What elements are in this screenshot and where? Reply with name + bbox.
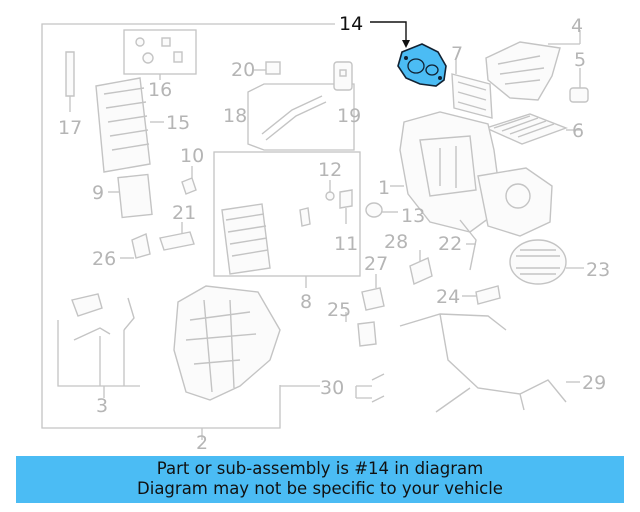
callout-3: 3 — [96, 395, 108, 417]
part-19-seals — [333, 61, 353, 91]
part-8-bracket — [299, 207, 311, 227]
callout-8: 8 — [300, 291, 312, 313]
callout-29: 29 — [582, 372, 606, 394]
leader-3 — [57, 320, 140, 398]
info-banner: Part or sub-assembly is #14 in diagram D… — [16, 456, 624, 503]
part-12 — [325, 191, 335, 201]
callout-4: 4 — [571, 15, 583, 37]
callout-18: 18 — [223, 105, 247, 127]
callout-22: 22 — [438, 233, 462, 255]
callout-7: 7 — [451, 43, 463, 65]
part-10 — [181, 177, 197, 195]
part-27 — [361, 287, 385, 311]
part-8-kit-box — [213, 151, 361, 277]
callout-30: 30 — [320, 377, 344, 399]
part-5 — [569, 87, 589, 103]
part-13-grommet — [365, 202, 383, 218]
part-11 — [339, 189, 353, 209]
part-3-linkages — [71, 293, 135, 341]
callout-25: 25 — [327, 299, 351, 321]
callout-17: 17 — [58, 117, 82, 139]
part-7-flap — [451, 73, 493, 119]
parts-diagram: 14 4 7 5 6 20 16 18 19 17 15 10 12 9 1 1… — [41, 13, 610, 454]
part-6-filter — [484, 113, 568, 145]
callout-15: 15 — [166, 112, 190, 134]
callout-12: 12 — [318, 159, 342, 181]
part-9 — [117, 173, 153, 219]
callout-11: 11 — [334, 233, 358, 255]
part-29-harness — [399, 313, 567, 413]
leader-14 — [370, 21, 407, 44]
leader-30b — [355, 385, 372, 399]
callout-6: 6 — [572, 120, 584, 142]
callout-27: 27 — [364, 253, 388, 275]
part-23-blower-motor — [509, 239, 567, 285]
callout-1: 1 — [378, 177, 390, 199]
leader-14-arrow — [402, 40, 410, 48]
pipe-kit-frame — [247, 83, 355, 151]
part-16-kit-box — [123, 29, 197, 75]
banner-line-1: Part or sub-assembly is #14 in diagram — [156, 459, 484, 478]
part-16-fasteners — [135, 37, 183, 64]
callout-5: 5 — [574, 49, 586, 71]
callout-19: 19 — [337, 105, 361, 127]
part-15-heater-core — [95, 77, 151, 173]
callout-28: 28 — [384, 231, 408, 253]
part-20 — [265, 61, 281, 75]
assembly-frame — [41, 23, 335, 440]
part-22 — [459, 219, 477, 271]
part-21 — [159, 231, 195, 251]
callout-23: 23 — [586, 259, 610, 281]
part-28 — [409, 257, 433, 285]
banner-line-2: Diagram may not be specific to your vehi… — [137, 479, 503, 498]
part-25 — [357, 321, 377, 347]
callout-2: 2 — [196, 432, 208, 454]
part-14-gasket[interactable] — [397, 43, 447, 87]
callout-21: 21 — [172, 202, 196, 224]
part-30-clips — [371, 373, 385, 403]
callout-16: 16 — [148, 79, 172, 101]
part-2-lower-housing — [173, 285, 281, 401]
callout-9: 9 — [92, 182, 104, 204]
part-18-pipes — [261, 95, 327, 141]
part-24 — [475, 285, 501, 305]
callout-13: 13 — [401, 205, 425, 227]
leader-4 — [548, 30, 581, 45]
callout-20: 20 — [231, 59, 255, 81]
part-4-housing — [485, 41, 561, 101]
part-1-heater-housing — [399, 111, 553, 237]
callout-10: 10 — [180, 145, 204, 167]
part-8-evaporator — [221, 203, 271, 275]
part-26 — [131, 233, 151, 259]
callout-14: 14 — [339, 13, 363, 35]
callout-26: 26 — [92, 248, 116, 270]
callout-24: 24 — [436, 286, 460, 308]
part-17 — [65, 51, 75, 97]
